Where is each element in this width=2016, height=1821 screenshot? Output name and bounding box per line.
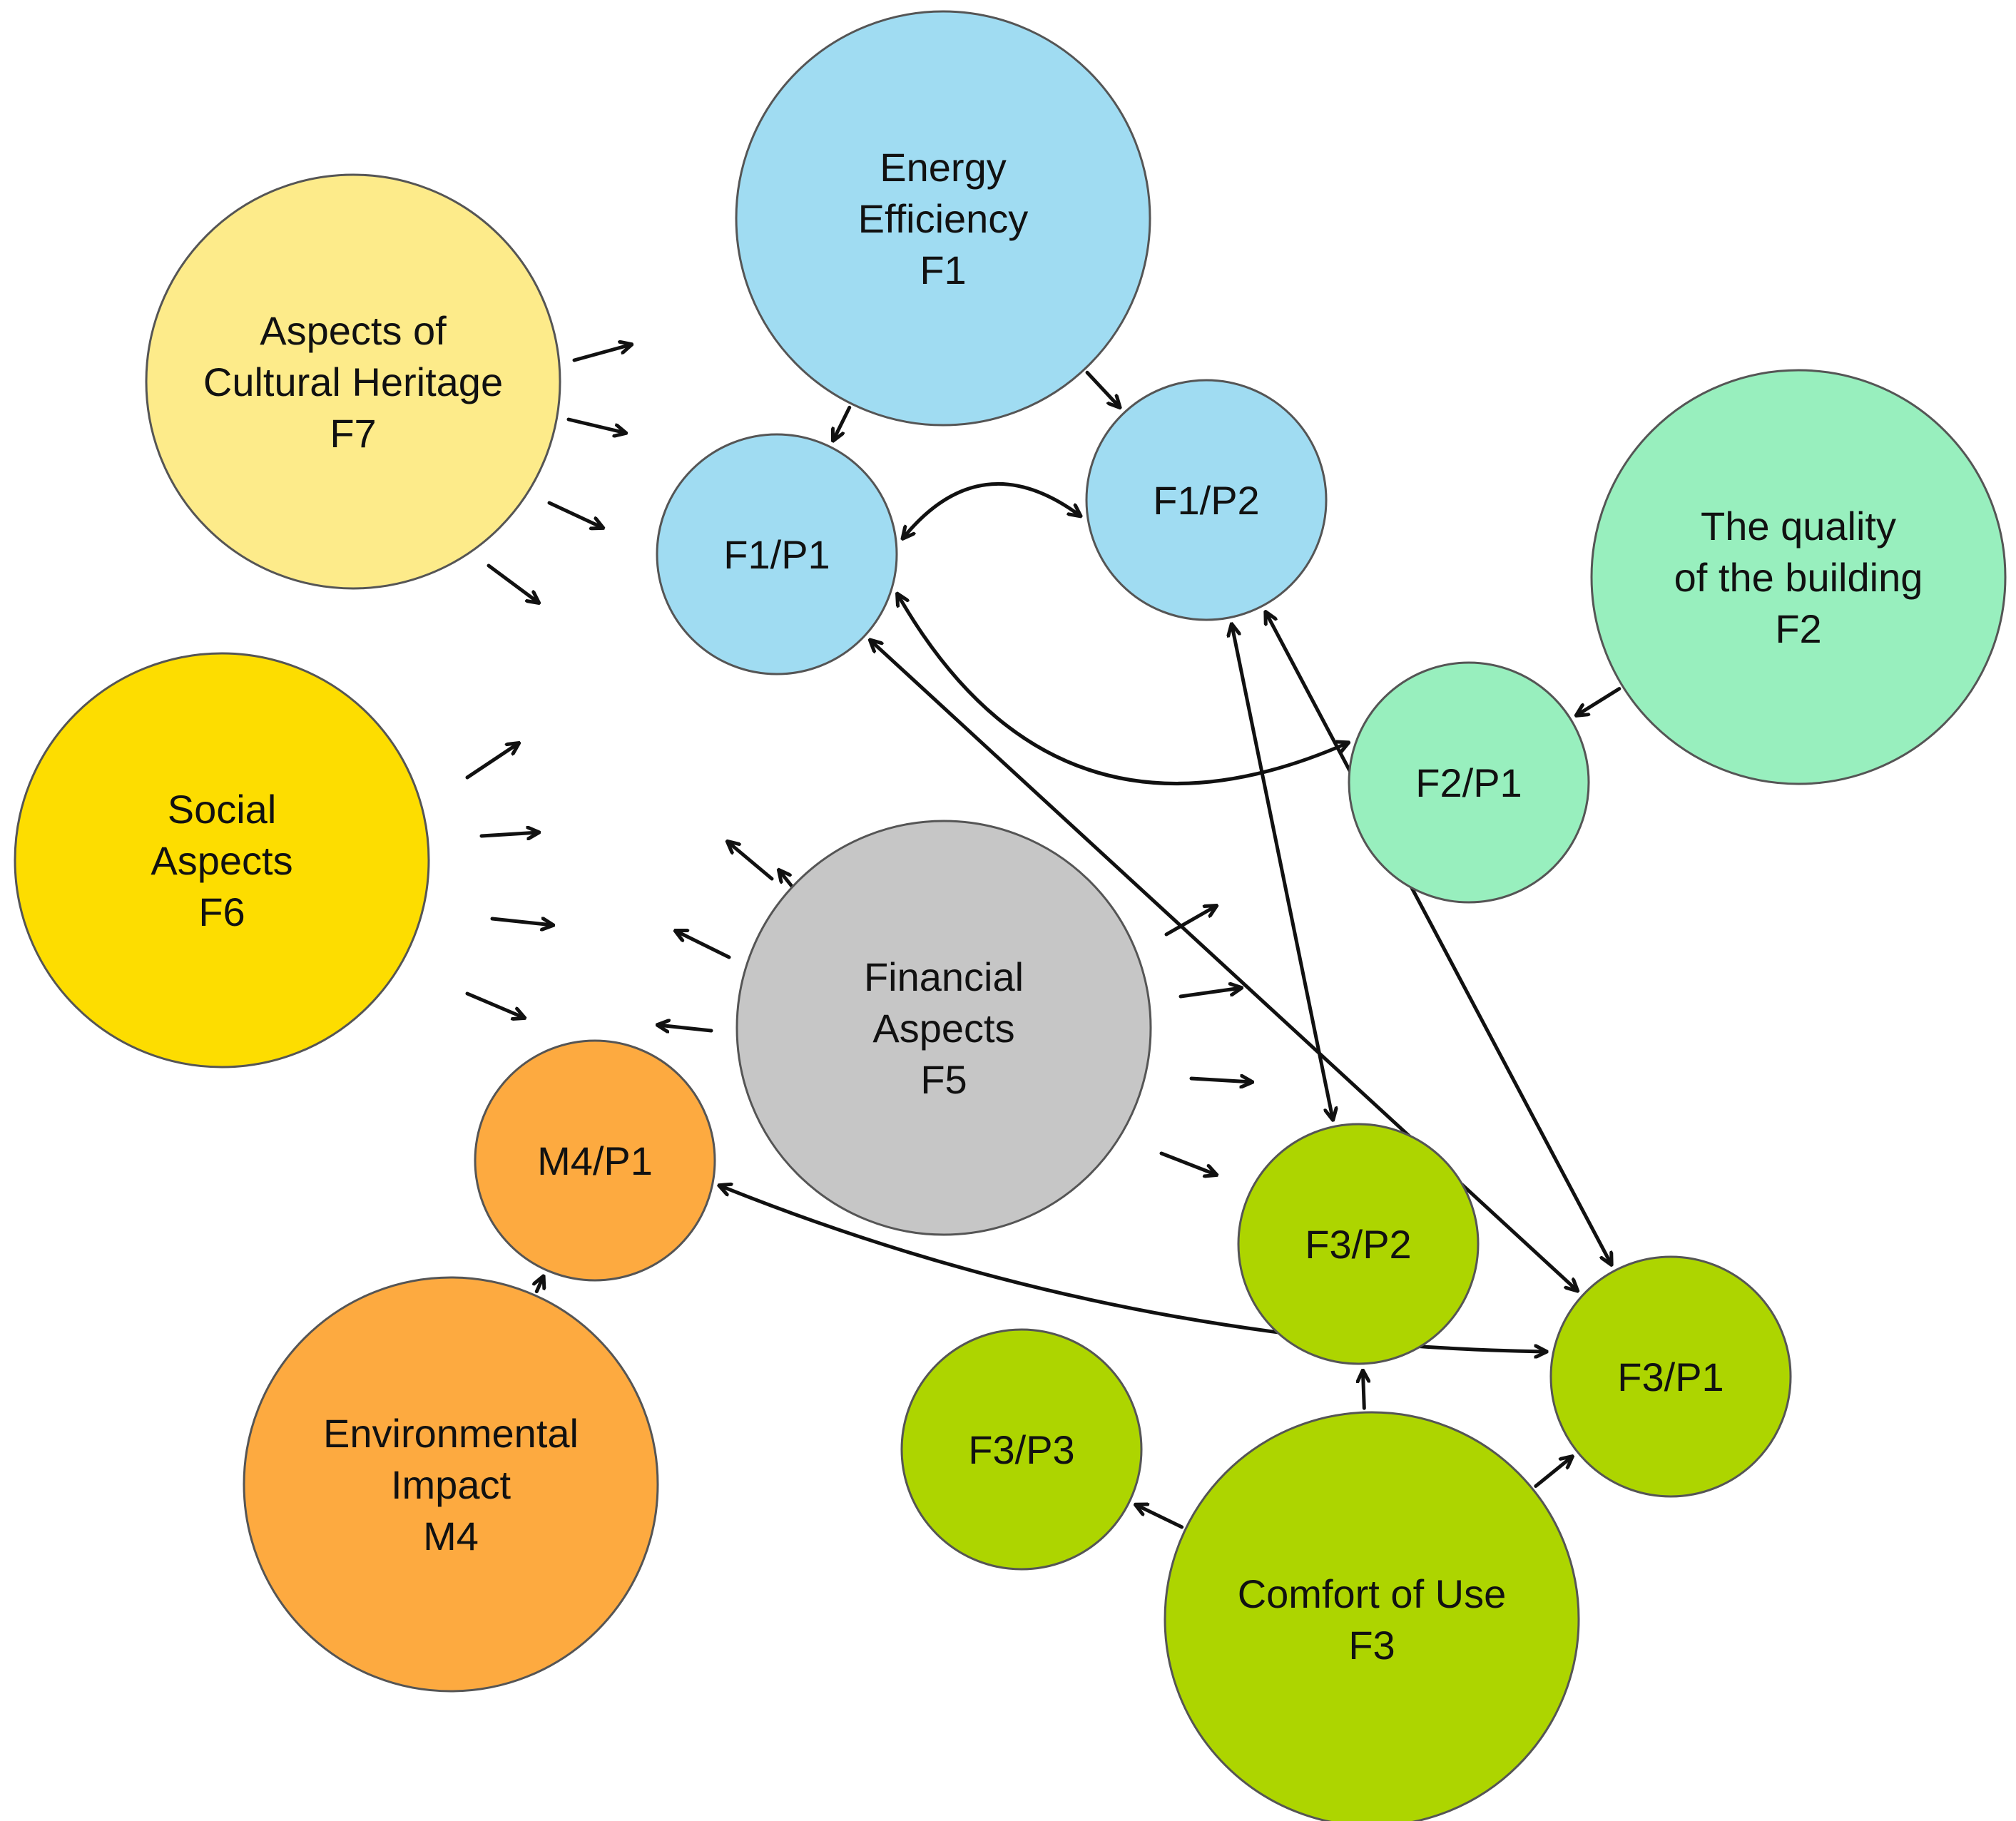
node-label-f1p2-1: F1/P2 (1153, 478, 1259, 523)
edge-f1p2-f3p2 (1232, 624, 1333, 1119)
node-f3p3: F3/P3 (900, 1328, 1143, 1571)
influence-arrow-f6-1 (465, 743, 519, 780)
node-label-f1-3: F1 (920, 248, 966, 292)
influence-arrow-f6-4 (465, 991, 524, 1018)
influence-arrow-f6-3 (490, 919, 553, 925)
edge-m4-m4p1 (536, 1277, 543, 1294)
edge-f2-f2p1 (1577, 687, 1622, 715)
node-m4p1: M4/P1 (474, 1039, 716, 1282)
influence-arrow-f5-4 (658, 1025, 713, 1031)
node-label-f2-2: of the building (1674, 555, 1923, 600)
node-circle-m4p1 (474, 1039, 716, 1282)
node-label-f2-1: The quality (1701, 504, 1896, 549)
node-circle-f3 (1164, 1411, 1580, 1821)
node-circle-f1p1 (656, 433, 898, 675)
node-label-f3p1-1: F3/P1 (1617, 1355, 1724, 1399)
node-label-f1-2: Efficiency (858, 196, 1029, 241)
edge-f3-f3p1 (1534, 1457, 1572, 1488)
influence-arrow-f5-3 (676, 931, 731, 959)
node-label-f7-1: Aspects of (260, 308, 447, 353)
influence-arrow-f7-2 (566, 417, 626, 433)
node-label-f6-2: Aspects (151, 838, 292, 883)
node-circle-f3p2 (1237, 1123, 1480, 1365)
influence-arrow-f5-6 (1178, 988, 1241, 999)
edge-f1-f1p1 (833, 405, 852, 440)
influence-arrow-f7-3 (547, 501, 603, 528)
node-label-m4p1-1: M4/P1 (537, 1138, 653, 1183)
edge-f1-f1p2 (1085, 370, 1119, 407)
node-label-f2-3: F2 (1775, 606, 1821, 651)
node-circle-f2 (1590, 369, 2007, 785)
influence-arrow-f7-1 (572, 345, 631, 362)
node-label-f3p3-1: F3/P3 (968, 1427, 1074, 1472)
node-label-f1-1: Energy (880, 145, 1006, 190)
node-f3p1: F3/P1 (1549, 1255, 1792, 1498)
influence-arrow-f6-2 (479, 832, 539, 836)
node-circle-f7 (145, 173, 561, 590)
node-circle-f1 (735, 10, 1151, 427)
influence-arrow-f5-7 (1189, 1078, 1252, 1082)
node-circle-f5 (735, 820, 1152, 1236)
node-circle-f1p2 (1085, 379, 1328, 621)
node-label-f5-1: Financial (864, 954, 1024, 999)
edge-f1p1-f1p2 (903, 481, 1081, 538)
node-label-f3-1: Comfort of Use (1238, 1571, 1507, 1616)
node-circle-f6 (14, 652, 430, 1068)
node-label-m4-2: Impact (391, 1462, 511, 1507)
node-label-f7-3: F7 (330, 411, 376, 456)
edge-f3-f3p2 (1363, 1371, 1364, 1410)
node-f3p2: F3/P2 (1237, 1123, 1480, 1365)
node-circle-f2p1 (1348, 661, 1590, 904)
node-circle-f3p3 (900, 1328, 1143, 1571)
edge-f3-f3p3 (1136, 1505, 1184, 1529)
influence-arrow-f5-5 (1164, 906, 1216, 937)
node-label-f2p1-1: F2/P1 (1415, 760, 1522, 805)
node-label-f1p1-1: F1/P1 (723, 532, 830, 577)
node-circle-f3p1 (1549, 1255, 1792, 1498)
influence-arrow-f7-4 (487, 563, 539, 603)
node-label-f5-2: Aspects (872, 1006, 1014, 1051)
influence-arrow-f5-2 (728, 842, 774, 881)
influence-arrow-f5-8 (1159, 1151, 1216, 1175)
node-label-m4-1: Environmental (323, 1411, 579, 1456)
node-label-f5-3: F5 (920, 1057, 967, 1102)
node-label-f3p2-1: F3/P2 (1305, 1222, 1411, 1267)
node-label-m4-3: M4 (423, 1514, 479, 1559)
node-label-f7-2: Cultural Heritage (203, 359, 503, 404)
node-circle-m4 (243, 1276, 659, 1693)
node-f2p1: F2/P1 (1348, 661, 1590, 904)
node-label-f3-2: F3 (1348, 1623, 1395, 1668)
node-label-f6-3: F6 (198, 889, 245, 934)
node-label-f6-1: Social (168, 787, 277, 832)
node-f1p1: F1/P1 (656, 433, 898, 675)
node-f1p2: F1/P2 (1085, 379, 1328, 621)
edge-f1p1-f2p1 (897, 594, 1348, 785)
